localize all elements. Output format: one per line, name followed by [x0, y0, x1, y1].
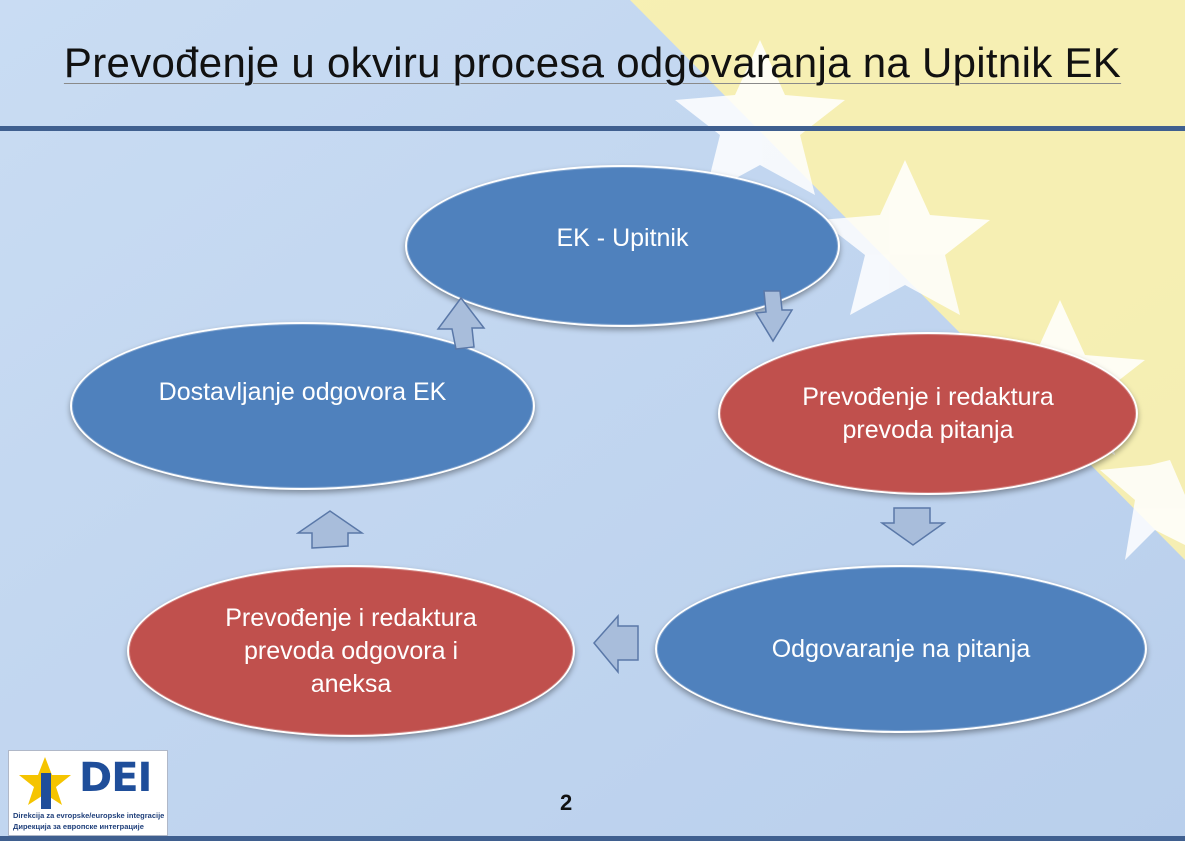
logo-line-latin: Direkcija za evropske/europske integraci… — [13, 811, 165, 820]
logo-wordmark: DEI — [79, 755, 152, 801]
page-number: 2 — [560, 790, 573, 815]
logo-line-cyrillic: Дирекција за европске интеграције — [13, 822, 144, 831]
node-dostavljanje: Dostavljanje odgovora EK — [70, 322, 535, 490]
node-prevodjenje-pitanja: Prevođenje i redaktura prevoda pitanja — [718, 332, 1138, 495]
title-divider — [0, 126, 1185, 131]
node-prevodjenje-pitanja-label: Prevođenje i redaktura prevoda pitanja — [802, 382, 1054, 444]
arrow-to-dostavljanje — [296, 510, 365, 549]
arrow-to-prevodjenje-odgovora — [593, 614, 639, 675]
logo-star-icon — [19, 757, 71, 809]
arrow-to-odgovaranje — [880, 507, 947, 546]
node-odgovaranje-label: Odgovaranje na pitanja — [771, 634, 1031, 663]
node-dostavljanje-label: Dostavljanje odgovora EK — [158, 378, 447, 406]
node-prevodjenje-odgovora: Prevođenje i redaktura prevoda odgovora … — [127, 565, 575, 737]
bottom-divider — [0, 836, 1185, 841]
node-prevodjenje-odgovora-label: Prevođenje i redaktura prevoda odgovora … — [225, 603, 477, 698]
arrow-to-ek-upitnik — [436, 296, 486, 350]
node-odgovaranje: Odgovaranje na pitanja — [655, 565, 1147, 733]
arrow-to-prevodjenje-pitanja — [754, 290, 794, 343]
node-ek-upitnik-label: EK - Upitnik — [556, 224, 689, 252]
dei-logo: DEI Direkcija za evropske/europske integ… — [8, 750, 168, 836]
slide-title: Prevođenje u okviru procesa odgovaranja … — [63, 39, 1122, 86]
